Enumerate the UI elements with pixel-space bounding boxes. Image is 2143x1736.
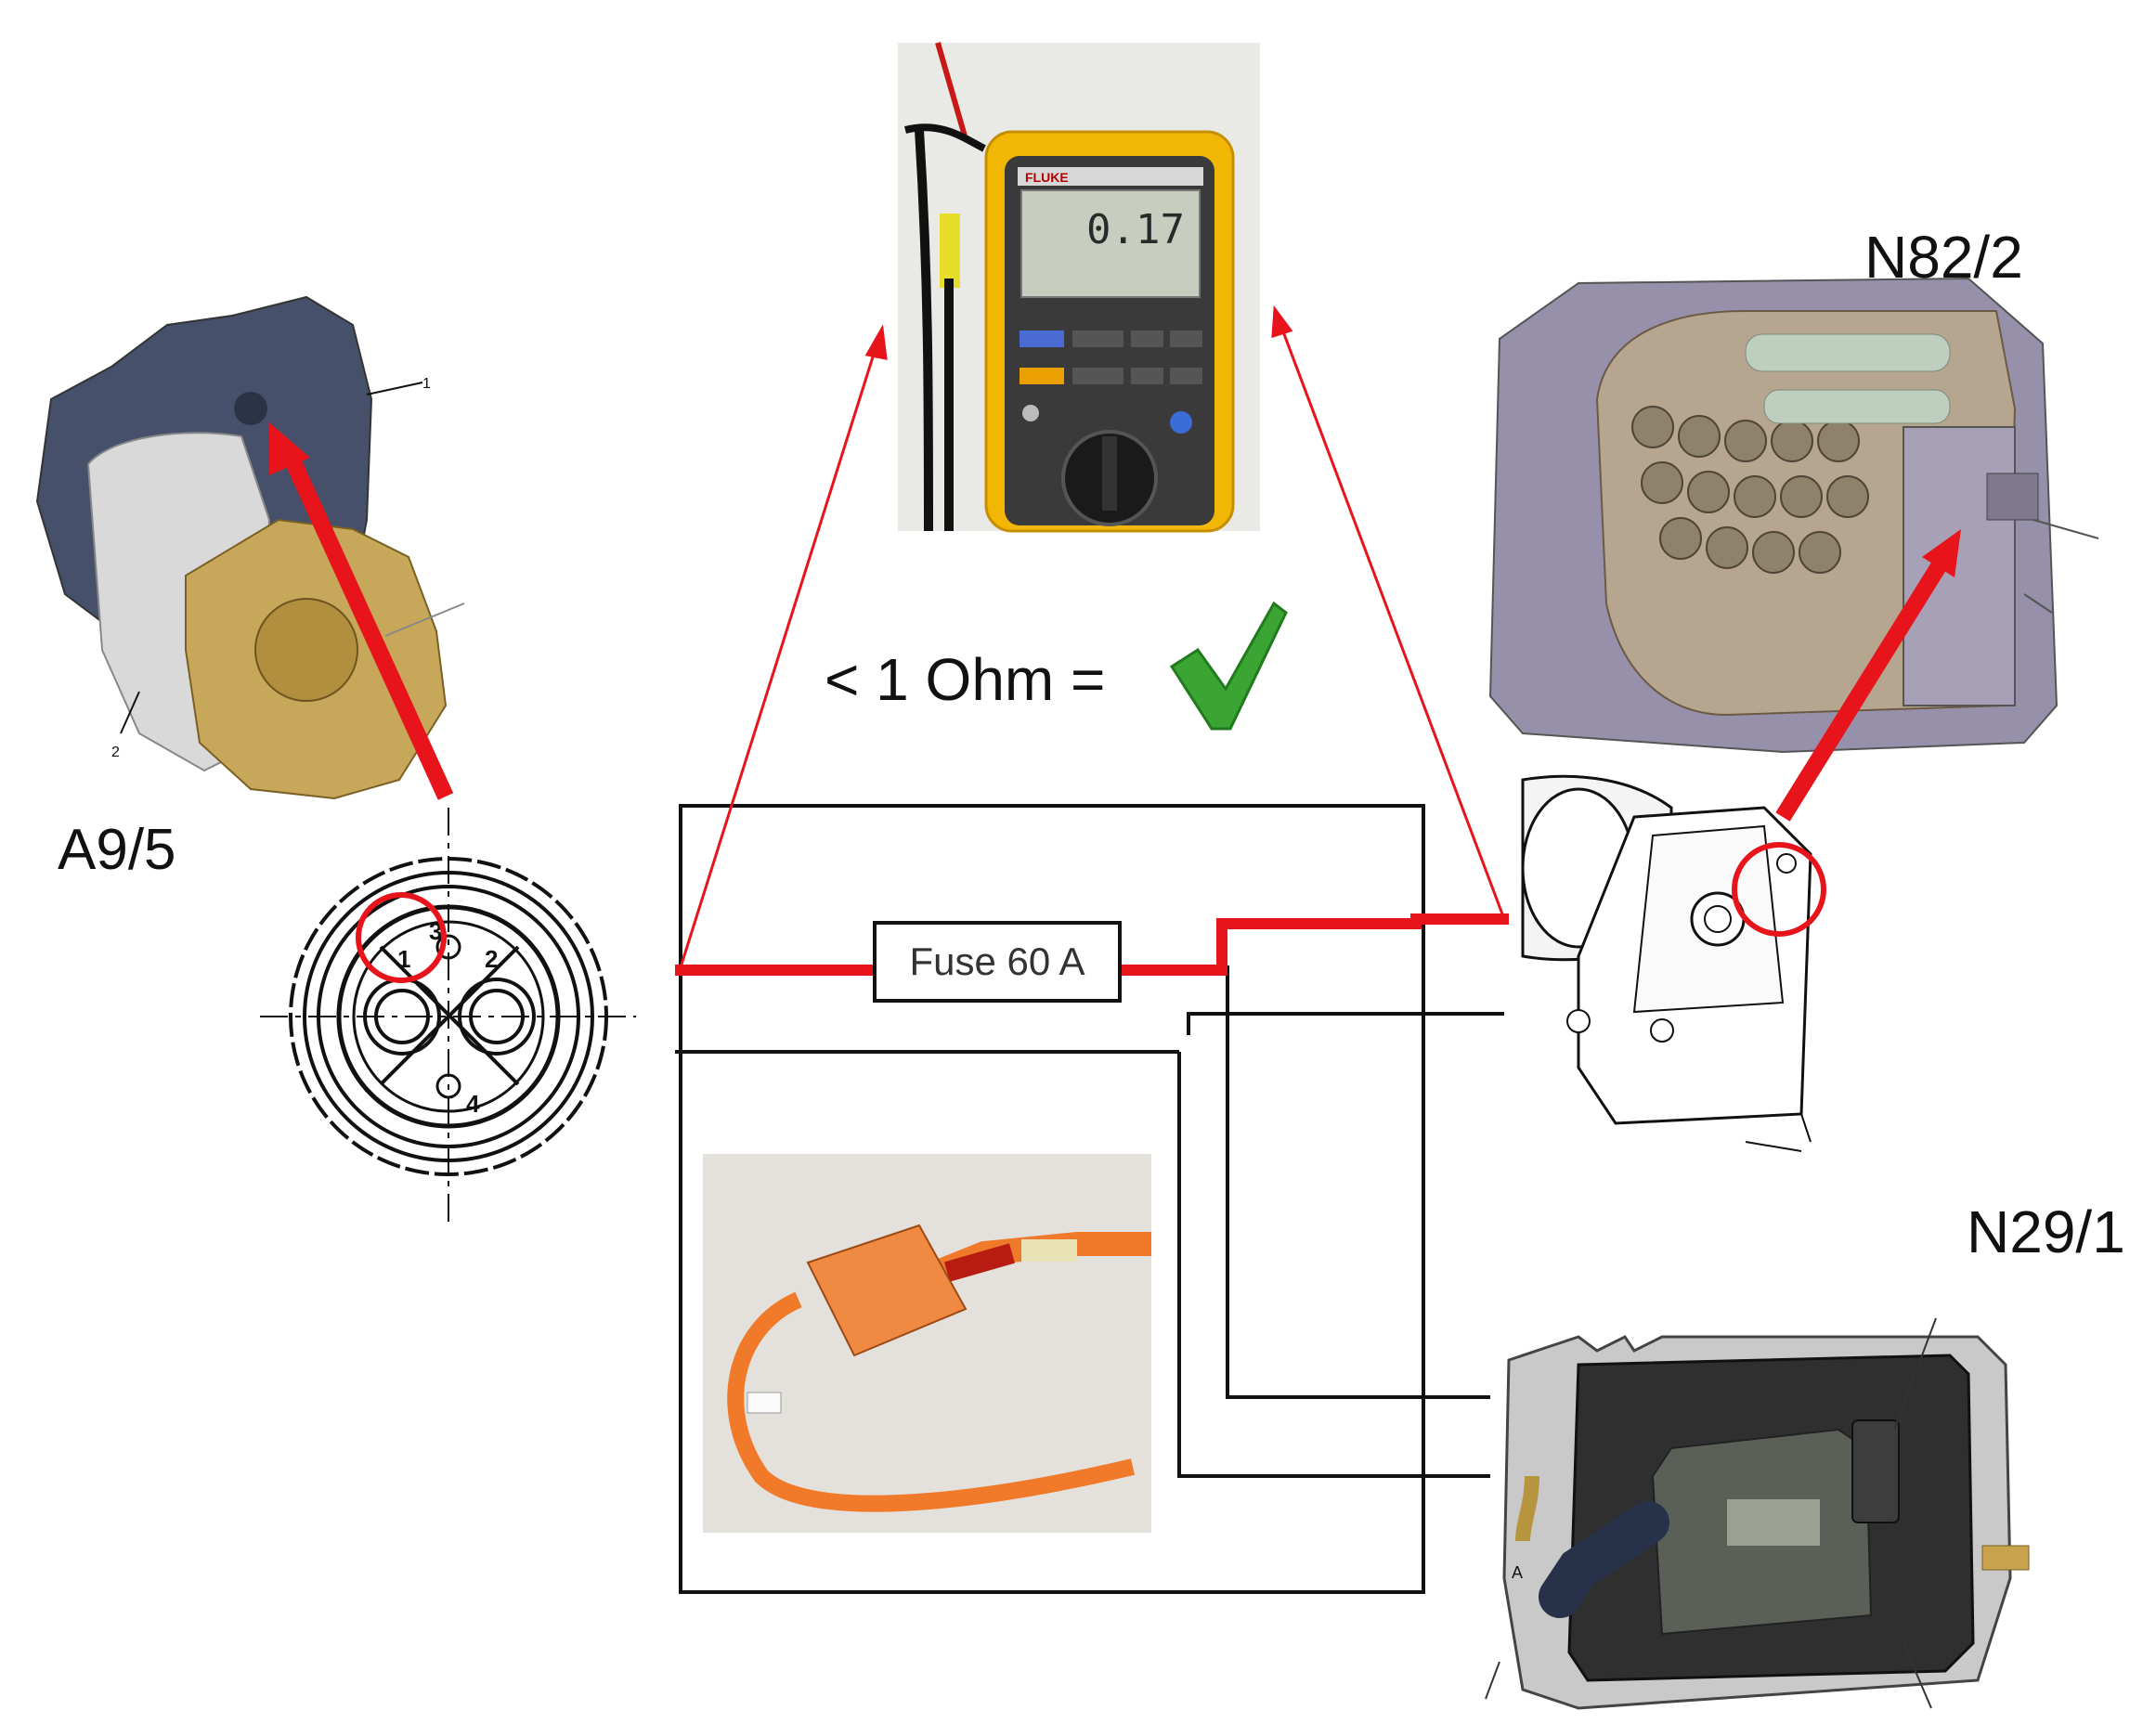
label-n82-2: N82/2 [1864,224,2023,291]
pointer-arrows [269,422,1961,822]
n29-arrow-mark: A [1512,1563,1523,1582]
schematic-wiring [675,804,1504,1594]
meter-brand: FLUKE [1025,170,1069,185]
compressor-callout-1: 1 [422,376,431,392]
round-connector-drawing [260,808,636,1225]
red-hv-wire [675,913,1509,976]
hv-cable-photo [703,1154,1151,1533]
compressor-callout-2: 2 [111,745,120,760]
connector-pin-labels: 1 2 3 4 [397,917,498,1118]
pin-label-2: 2 [485,945,498,973]
meter-reading: 0.17 [1086,206,1185,253]
compressor-illustration: 1 2 [35,295,465,800]
multimeter-photo: FLUKE 0.17 [898,42,1260,533]
pin-highlight-circle [356,892,447,983]
label-a9-5: A9/5 [58,818,176,882]
black-wire-to-n29-lower [1177,1052,1490,1478]
black-wire-from-connector [1187,1012,1504,1035]
fuse-label: Fuse 60 A [909,939,1085,983]
hv-battery-illustration [1488,277,2099,754]
connector-closeup-illustration [1521,774,1812,1152]
highlight-circles [356,842,1826,983]
measurement-arrows [679,304,1506,968]
resistance-rule-text: < 1 Ohm = [825,646,1106,713]
wiring-enclosure [679,804,1425,1594]
power-electronics-illustration: A [1485,1317,2030,1710]
terminal-highlight-circle [1732,842,1826,937]
fuse-60a-box: Fuse 60 A [873,921,1122,1003]
check-mark-icon [1169,601,1288,731]
pin-label-4: 4 [466,1090,480,1118]
label-n29-1: N29/1 [1967,1198,2125,1265]
pin-label-1: 1 [397,945,410,973]
black-wire-to-n29-upper [1226,965,1490,1399]
